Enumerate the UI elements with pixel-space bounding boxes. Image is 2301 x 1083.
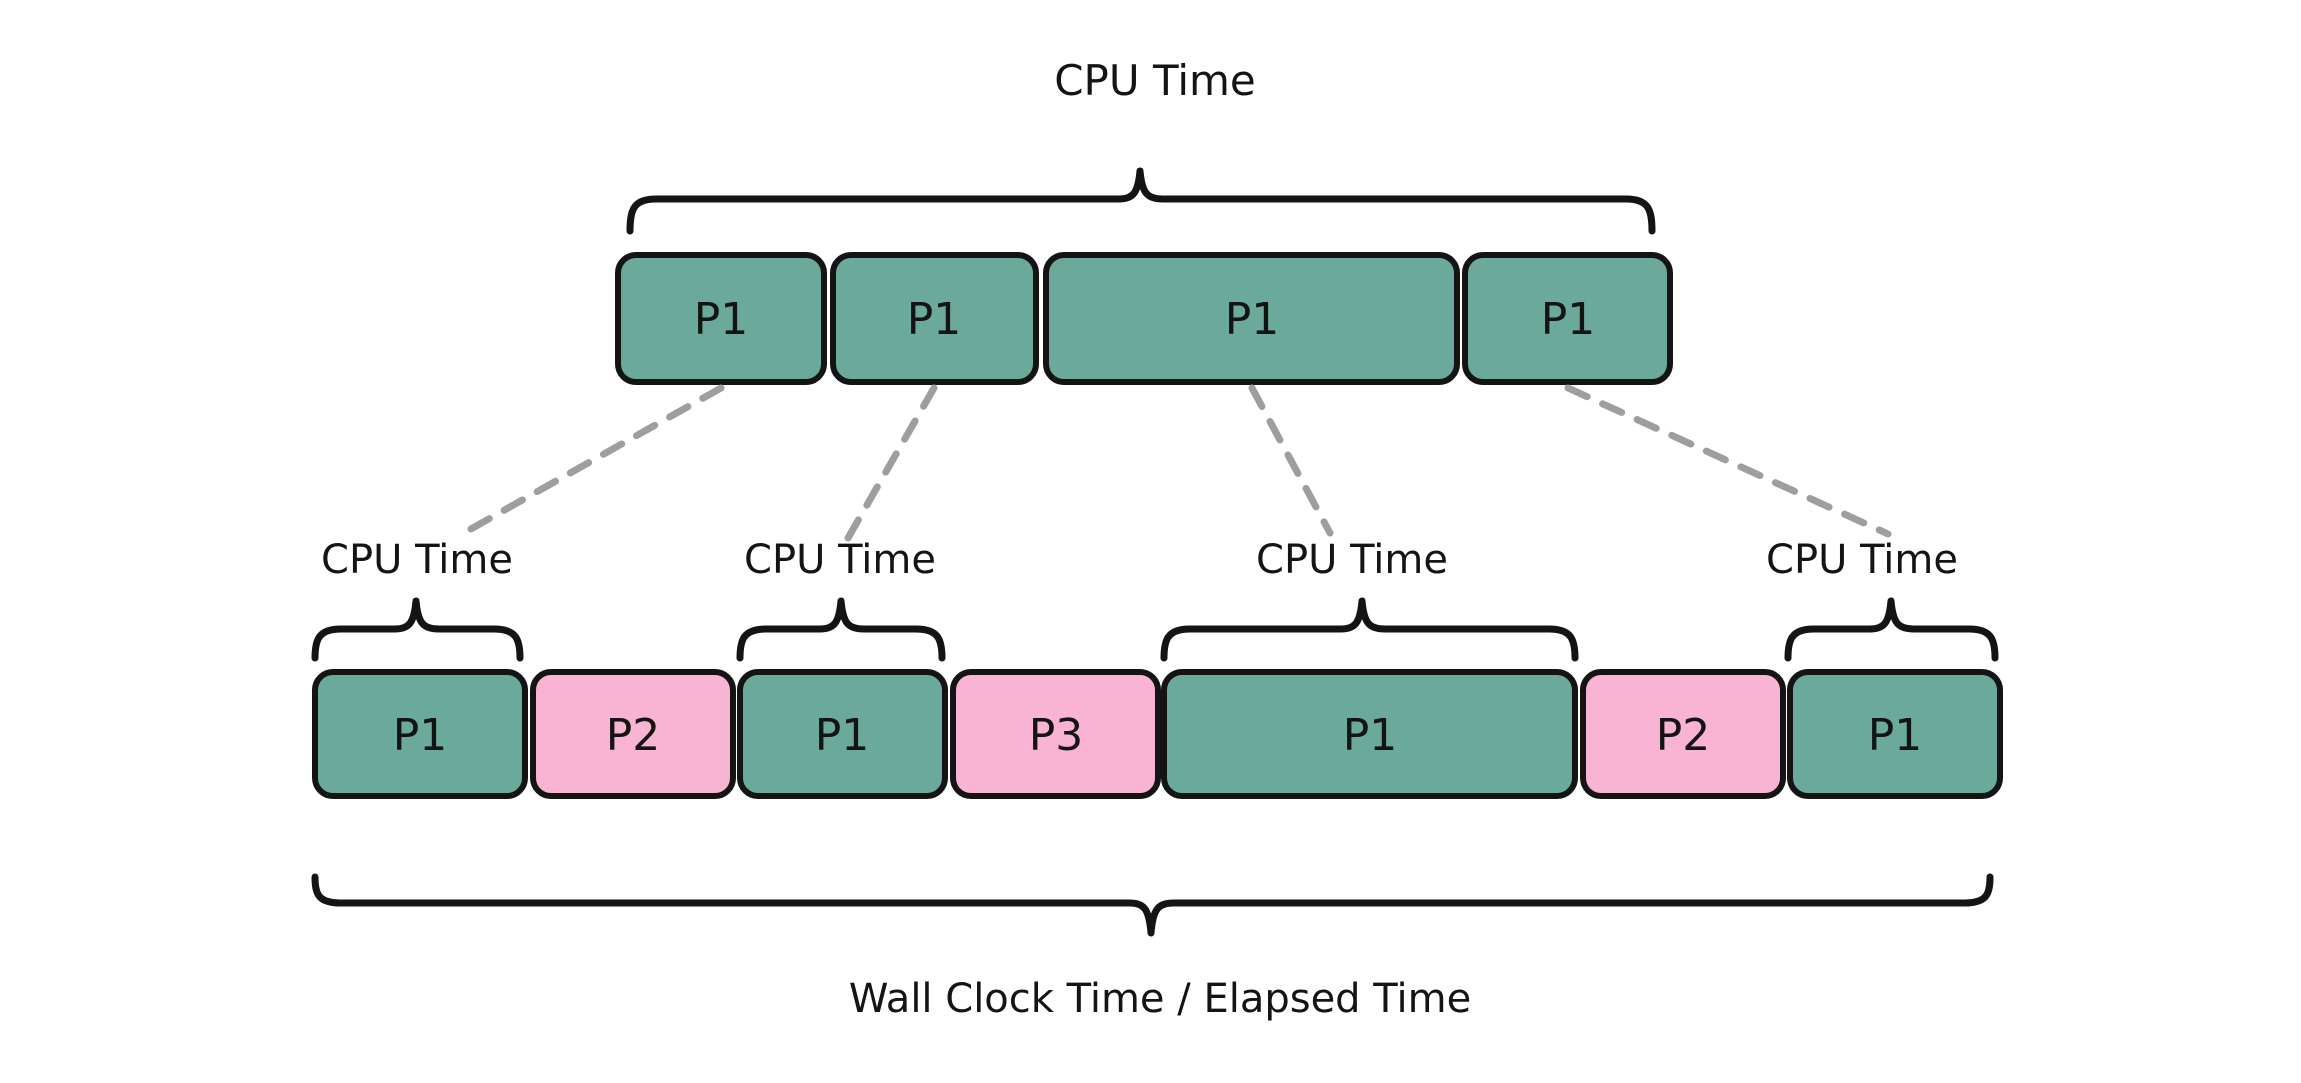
leader-line-4 [1564, 384, 1892, 538]
leader-line-2 [844, 384, 938, 542]
leader-line-1 [458, 384, 725, 538]
top-cpu-time-label: CPU Time [1054, 56, 1256, 105]
wall-clock-brace [311, 873, 1994, 937]
bottom-cpu-brace-3 [1160, 597, 1579, 662]
bottom-block-7-label: P1 [1868, 710, 1923, 761]
bottom-block-5-p1 [1161, 669, 1578, 799]
bottom-cpu-brace-1 [311, 597, 524, 662]
top-block-p1-4 [1462, 252, 1673, 385]
bottom-cpu-time-label-3: CPU Time [1256, 537, 1448, 583]
bottom-block-1-p1 [312, 669, 528, 799]
top-block-p1-1-label: P1 [694, 294, 749, 345]
bottom-block-6-label: P2 [1656, 710, 1711, 761]
bottom-block-6-p2 [1580, 669, 1786, 799]
bottom-block-4-p3 [950, 669, 1161, 799]
bottom-cpu-brace-4 [1784, 597, 1999, 662]
bottom-block-2-p2 [530, 669, 736, 799]
top-block-p1-2-label: P1 [907, 294, 962, 345]
bottom-block-3-p1 [737, 669, 948, 799]
bottom-cpu-time-label-2: CPU Time [744, 537, 936, 583]
top-block-p1-4-label: P1 [1541, 294, 1596, 345]
bottom-cpu-time-label-1: CPU Time [321, 537, 513, 583]
bottom-block-5-label: P1 [1343, 710, 1398, 761]
bottom-block-7-p1 [1787, 669, 2003, 799]
bottom-block-4-label: P3 [1029, 710, 1084, 761]
bottom-block-3-label: P1 [815, 710, 870, 761]
top-block-p1-3-label: P1 [1225, 294, 1280, 345]
bottom-block-2-label: P2 [606, 710, 661, 761]
bottom-cpu-time-label-4: CPU Time [1766, 537, 1958, 583]
top-block-p1-3 [1043, 252, 1460, 385]
wall-clock-time-label: Wall Clock Time / Elapsed Time [849, 976, 1471, 1022]
top-cpu-time-brace [626, 167, 1656, 235]
top-block-p1-2 [830, 252, 1039, 385]
top-block-p1-1 [615, 252, 827, 385]
bottom-block-1-label: P1 [393, 710, 448, 761]
bottom-cpu-brace-2 [736, 597, 946, 662]
leader-line-3 [1248, 384, 1334, 537]
